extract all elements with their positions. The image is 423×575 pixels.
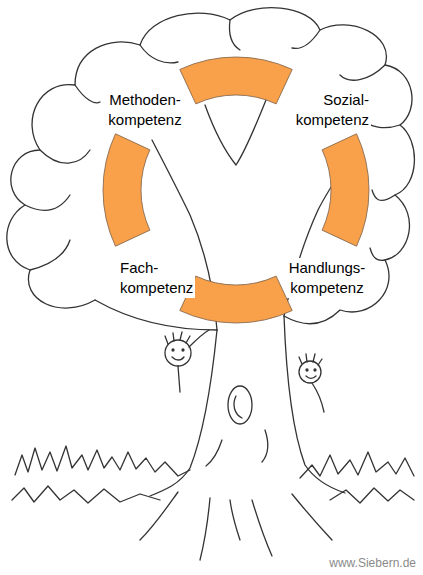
root [140, 492, 178, 540]
child-hair [299, 354, 322, 365]
child-arm [189, 330, 209, 347]
child-smile [172, 357, 184, 360]
trunk-branch [205, 100, 266, 165]
root [292, 494, 332, 540]
bark-line [206, 440, 222, 466]
leaf-line [140, 45, 178, 63]
child-smile [306, 376, 316, 378]
leaf-line [372, 190, 395, 200]
child-eye [172, 349, 174, 351]
competency-label: Sozial- kompetenz [294, 90, 371, 130]
ring-segment [180, 276, 292, 323]
leaf-line [340, 65, 385, 80]
ring-segment [103, 134, 150, 246]
leaf-line [75, 85, 100, 103]
root [230, 500, 240, 540]
competency-label: Fach- kompetenz [118, 258, 195, 298]
root [200, 498, 210, 560]
bark-line [262, 430, 268, 462]
leaf-line [25, 195, 70, 210]
trunk-hole [234, 396, 242, 418]
child-head [165, 340, 191, 366]
child-body [312, 383, 324, 412]
ring-segment [180, 57, 292, 104]
trunk [150, 330, 217, 496]
watermark: www.Siebern.de [328, 556, 417, 570]
leaf-line [370, 248, 385, 260]
competency-label: Methoden- kompetenz [106, 90, 183, 130]
leaf-line [292, 30, 320, 48]
tree-crown [7, 8, 415, 324]
ground [330, 488, 414, 503]
ring-segment [322, 134, 369, 246]
leaf-line [40, 150, 90, 163]
child-eye [306, 369, 308, 371]
grass [15, 446, 190, 476]
grass [300, 452, 414, 478]
trunk [284, 316, 345, 493]
child-hair [165, 332, 190, 344]
child-body [178, 366, 180, 392]
child-eye [314, 369, 316, 371]
root [252, 500, 272, 556]
leaf-line [30, 240, 70, 270]
competency-label: Handlungs- kompetenz [287, 258, 368, 298]
child-eye [182, 349, 184, 351]
leaf-line [229, 20, 240, 50]
trunk-hole [228, 386, 252, 424]
ground [12, 486, 160, 503]
